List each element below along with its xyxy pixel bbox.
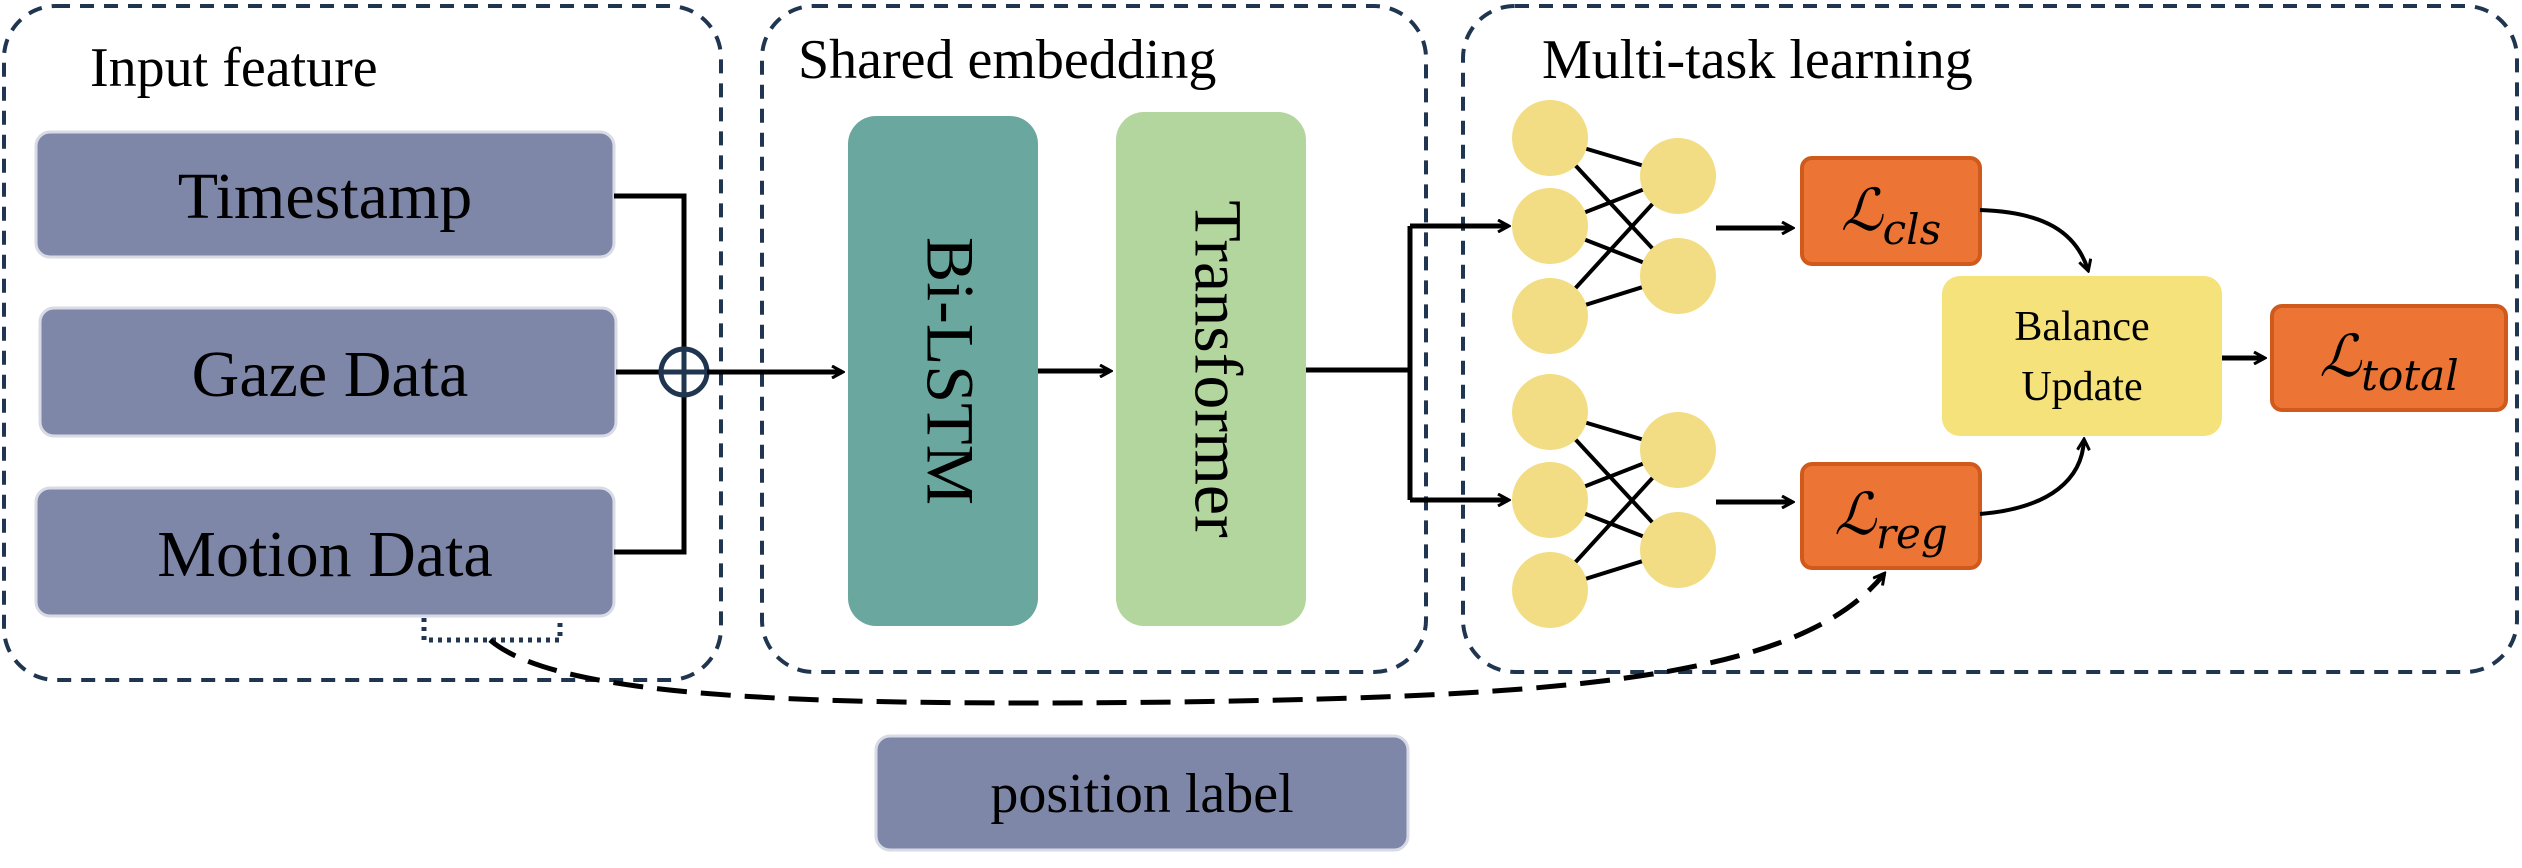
total-loss-label: ℒtotal [2319, 322, 2458, 400]
position-label-text: position label [990, 763, 1293, 825]
shared-embedding-panel [760, 4, 1428, 674]
cls-to-balance-arrow [1979, 208, 2088, 270]
reg-input-node [1512, 462, 1588, 538]
shared-embedding-title: Shared embedding [798, 29, 1216, 91]
motion-data-label: Motion Data [157, 518, 492, 591]
transformer-branch-line [1306, 226, 1413, 500]
reg-input-node [1512, 374, 1588, 450]
bilstm-label: Bi-LSTM [912, 237, 988, 505]
position-label-box [874, 734, 1410, 852]
balance-update-box [1942, 276, 2222, 436]
position-label-dashed-arrow [488, 574, 1884, 706]
cls-input-node [1512, 188, 1588, 264]
cls-output-node [1640, 238, 1716, 314]
motion-dotted-marker [421, 618, 563, 643]
total-loss-box [2270, 304, 2508, 412]
timestamp-label: Timestamp [178, 160, 473, 233]
balance-label-line1: Balance [2014, 304, 2149, 350]
bilstm-block [848, 116, 1038, 626]
input-feature-title: Input feature [90, 37, 378, 99]
reg-input-node [1512, 552, 1588, 628]
multi-task-panel [1461, 4, 2519, 674]
timestamp-connector [614, 193, 687, 350]
loss-script-symbol: ℒ [1834, 480, 1877, 548]
multi-task-title: Multi-task learning [1542, 29, 1973, 91]
loss-subscript: reg [1876, 509, 1948, 558]
loss-subscript: total [2361, 351, 2459, 400]
cls-input-node [1512, 100, 1588, 176]
cls-loss-label: ℒcls [1841, 176, 1941, 254]
reg-output-node [1640, 412, 1716, 488]
reg-loss-box [1800, 462, 1982, 570]
transformer-label: Transformer [1180, 200, 1256, 538]
motion-connector [614, 394, 687, 555]
loss-subscript: cls [1883, 205, 1942, 254]
reg-to-balance-arrow [1979, 440, 2084, 516]
loss-script-symbol: ℒ [2319, 322, 2362, 390]
concat-sum-node [658, 346, 710, 398]
cls-input-node [1512, 278, 1588, 354]
transformer-block [1116, 112, 1306, 626]
cls-output-node [1640, 138, 1716, 214]
reg-output-node [1640, 512, 1716, 588]
loss-script-symbol: ℒ [1841, 176, 1884, 244]
reg-loss-label: ℒreg [1834, 480, 1948, 558]
gaze-data-label: Gaze Data [192, 338, 469, 411]
balance-label-line2: Update [2021, 364, 2142, 410]
